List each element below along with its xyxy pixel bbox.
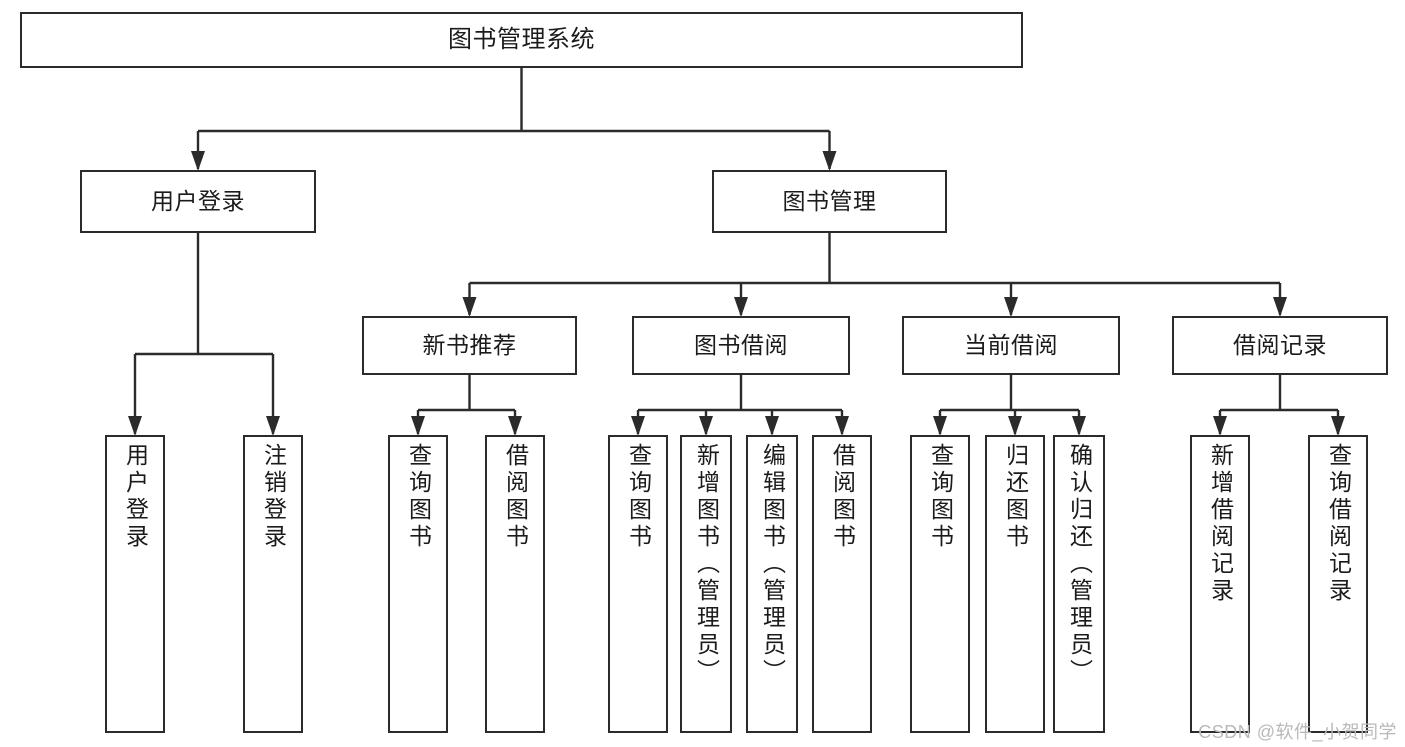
- node-leaf-new-1[interactable]: 查询图书: [388, 435, 448, 733]
- node-leaf-login-1[interactable]: 用户登录: [105, 435, 165, 733]
- node-leaf-cur-2[interactable]: 归还图书: [985, 435, 1045, 733]
- edge-borrow-to-leaf4-arrow: [835, 416, 849, 436]
- node-leaf-login-2[interactable]: 注销登录: [243, 435, 303, 733]
- node-label: 注销登录: [260, 443, 287, 551]
- edge-bookmgmt-to-newbook-arrow: [462, 297, 477, 317]
- node-label: 借阅图书: [502, 443, 529, 551]
- node-leaf-borrow-3[interactable]: 编辑图书（管理员）: [746, 435, 798, 733]
- node-label: 确认归还（管理员）: [1066, 443, 1093, 686]
- node-leaf-borrow-2[interactable]: 新增图书（管理员）: [680, 435, 732, 733]
- edge-bookmgmt-to-records-arrow: [1273, 297, 1287, 317]
- edge-bookmgmt-to-current-arrow: [1004, 297, 1018, 317]
- node-leaf-rec-1[interactable]: 新增借阅记录: [1190, 435, 1250, 733]
- node-leaf-borrow-4[interactable]: 借阅图书: [812, 435, 872, 733]
- edge-newbook-to-leaf1-arrow: [411, 416, 425, 436]
- edge-borrow-to-leaf2-arrow: [699, 416, 713, 436]
- node-root[interactable]: 图书管理系统: [20, 12, 1023, 68]
- edge-login-to-leaf2-arrow: [266, 416, 280, 436]
- node-label: 图书管理: [782, 187, 877, 214]
- edge-current-to-leaf2-arrow: [1008, 416, 1022, 436]
- node-label: 借阅图书: [829, 443, 856, 551]
- edge-records-to-leaf2-arrow: [1331, 416, 1345, 436]
- edge-login-to-leaf1-arrow: [128, 416, 142, 436]
- node-leaf-borrow-1[interactable]: 查询图书: [608, 435, 668, 733]
- node-leaf-rec-2[interactable]: 查询借阅记录: [1308, 435, 1368, 733]
- edge-current-to-leaf1-arrow: [933, 416, 947, 436]
- node-leaf-cur-3[interactable]: 确认归还（管理员）: [1053, 435, 1105, 733]
- edge-records-to-leaf1-arrow: [1213, 416, 1227, 436]
- node-label: 查询图书: [625, 443, 652, 551]
- node-label: 新增图书（管理员）: [693, 443, 720, 686]
- node-records[interactable]: 借阅记录: [1172, 316, 1388, 375]
- node-bookmgmt[interactable]: 图书管理: [712, 170, 947, 233]
- node-label: 用户登录: [122, 443, 149, 551]
- node-label: 借阅记录: [1233, 331, 1327, 358]
- node-label: 新增借阅记录: [1207, 443, 1234, 605]
- edge-borrow-to-leaf3-arrow: [765, 416, 779, 436]
- edge-borrow-to-leaf1-arrow: [631, 416, 645, 436]
- node-label: 查询借阅记录: [1325, 443, 1352, 605]
- node-borrow[interactable]: 图书借阅: [632, 316, 850, 375]
- node-current[interactable]: 当前借阅: [902, 316, 1120, 375]
- node-newbook[interactable]: 新书推荐: [362, 316, 577, 375]
- node-label: 编辑图书（管理员）: [759, 443, 786, 686]
- node-leaf-new-2[interactable]: 借阅图书: [485, 435, 545, 733]
- edge-newbook-to-leaf2-arrow: [508, 416, 522, 436]
- node-label: 查询图书: [927, 443, 954, 551]
- watermark-label: CSDN @软件_小贺同学: [1198, 722, 1397, 742]
- node-label: 新书推荐: [422, 331, 517, 358]
- node-label: 归还图书: [1002, 443, 1029, 551]
- edge-bookmgmt-to-borrow-arrow: [734, 297, 748, 317]
- edge-root-to-bookmgmt-arrow: [822, 151, 837, 171]
- edge-root-to-login-arrow: [191, 151, 205, 171]
- edge-current-to-leaf3-arrow: [1072, 416, 1086, 436]
- node-label: 图书管理系统: [448, 25, 595, 53]
- node-label: 用户登录: [151, 187, 245, 214]
- node-label: 图书借阅: [694, 331, 788, 358]
- node-login[interactable]: 用户登录: [80, 170, 316, 233]
- node-label: 当前借阅: [964, 331, 1058, 358]
- node-label: 查询图书: [405, 443, 432, 551]
- node-leaf-cur-1[interactable]: 查询图书: [910, 435, 970, 733]
